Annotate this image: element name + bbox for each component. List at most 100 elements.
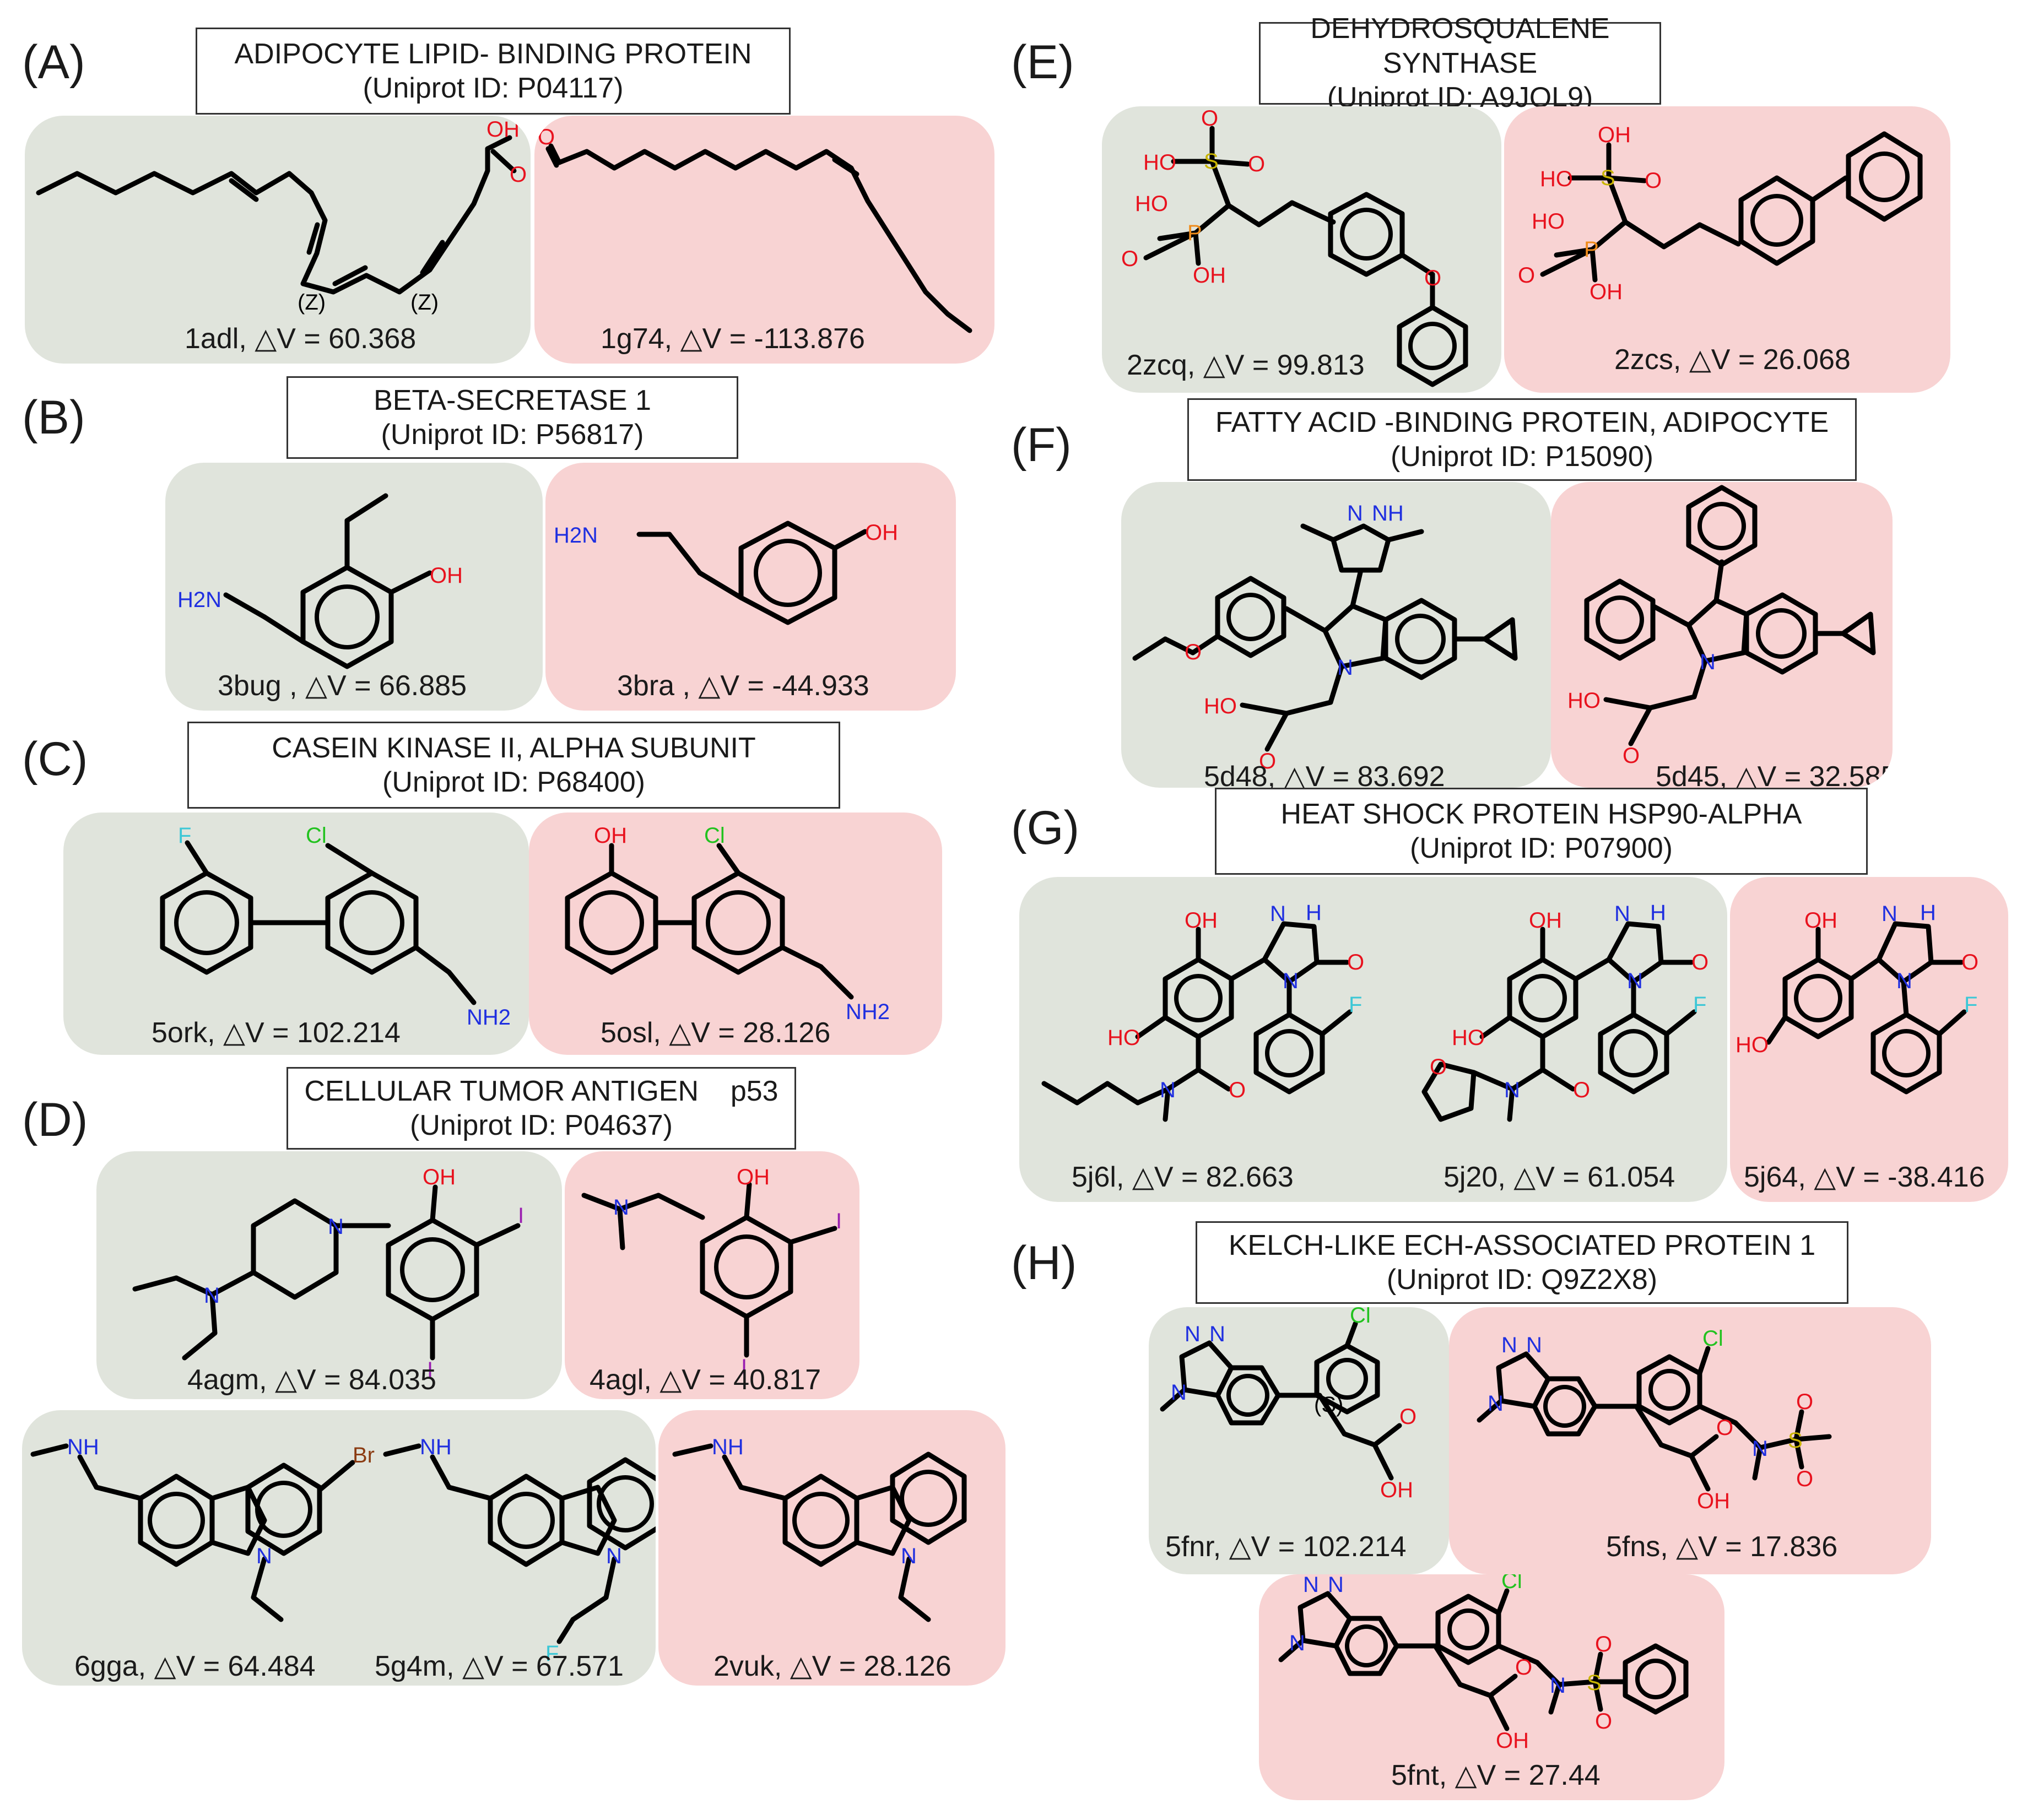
caption-5osl: 5osl, △V = 28.126: [601, 1017, 831, 1049]
stereo-z: (Z): [410, 290, 439, 315]
atom-f: F: [545, 1642, 559, 1666]
atom-n: N: [1171, 1380, 1187, 1405]
panel-g-uniprot: (Uniprot ID: P07900): [1410, 832, 1673, 864]
caption-2vuk: 2vuk, △V = 28.126: [713, 1650, 951, 1682]
atom-o: O: [1121, 247, 1138, 271]
ligand-card-2zcs: S OH HO O P HO O OH 2zcs, △V = 26.068: [1504, 106, 1950, 393]
molecule-5g4m: NH N F: [383, 1435, 656, 1666]
stereo-s: (S): [1314, 1393, 1343, 1417]
atom-br: Br: [353, 1443, 375, 1467]
caption-3bug: 3bug , △V = 66.885: [218, 670, 467, 702]
panel-b-uniprot: (Uniprot ID: P56817): [381, 419, 644, 451]
ligand-card-5j6l-5j20: OH HO N H O N F O N OH HO N H O N F O N: [1019, 877, 1727, 1202]
atom-oh: OH: [1697, 1489, 1730, 1513]
atom-n: N: [1303, 1574, 1319, 1597]
atom-n: N: [256, 1544, 272, 1568]
atom-n: N: [1501, 1333, 1517, 1357]
ligand-card-5d48: N NH N O HO O 5d48, △V = 83.692: [1121, 482, 1551, 788]
caption-2zcq: 2zcq, △V = 99.813: [1127, 349, 1365, 381]
panel-b-title-box: BETA-SECRETASE 1 (Uniprot ID: P56817): [286, 376, 738, 459]
panel-c-uniprot: (Uniprot ID: P68400): [382, 766, 645, 798]
ligand-card-5fns: N N N Cl N S O O O OH 5fns, △V = 17.836: [1449, 1307, 1931, 1574]
ligand-card-4agm: N N OH I I 4agm, △V = 84.035: [96, 1151, 562, 1399]
caption-5ork: 5ork, △V = 102.214: [152, 1017, 401, 1049]
atom-n: N: [1160, 1078, 1176, 1102]
molecule-4agm: N N OH I I: [132, 1165, 524, 1382]
panel-f-title: FATTY ACID -BINDING PROTEIN, ADIPOCYTE: [1215, 406, 1829, 438]
atom-n: N: [1289, 1631, 1305, 1655]
atom-n: N: [1347, 501, 1363, 526]
atom-o: O: [1796, 1390, 1813, 1414]
atom-p: P: [1584, 237, 1599, 262]
atom-h: H: [1306, 901, 1322, 925]
atom-cl: Cl: [1350, 1307, 1371, 1328]
atom-oh: OH: [1380, 1478, 1413, 1502]
molecule-5j20: OH HO N H O N F O N O: [1421, 901, 1709, 1122]
panel-a-title: ADIPOCYTE LIPID- BINDING PROTEIN: [234, 37, 752, 70]
molecule-4agl: N OH I I: [581, 1165, 842, 1379]
panel-g-label: (G): [1011, 801, 1080, 854]
ligand-card-2vuk: NH N 2vuk, △V = 28.126: [658, 1410, 1005, 1686]
atom-n: N: [1488, 1391, 1504, 1416]
panel-c-label: (C): [22, 733, 88, 786]
atom-n: N: [1337, 656, 1353, 680]
atom-h2n: H2N: [554, 523, 598, 548]
molecule-5ork: F Cl NH2: [160, 824, 511, 1030]
caption-5fnr: 5fnr, △V = 102.214: [1165, 1531, 1407, 1563]
atom-ho: HO: [1107, 1026, 1140, 1050]
panel-e-title-box: DEHYDROSQUALENE SYNTHASE (Uniprot ID: A9…: [1259, 13, 1661, 113]
panel-b-title: BETA-SECRETASE 1: [374, 384, 651, 416]
molecule-5d48: N NH N O HO O: [1132, 501, 1518, 773]
caption-5d48: 5d48, △V = 83.692: [1204, 761, 1445, 788]
atom-ho: HO: [1204, 694, 1237, 718]
atom-n: N: [1627, 969, 1643, 993]
atom-o: O: [1595, 1632, 1612, 1656]
atom-o: O: [1347, 950, 1364, 974]
atom-p: P: [1187, 221, 1202, 245]
atom-o: O: [1424, 266, 1441, 290]
atom-n: N: [204, 1283, 220, 1308]
caption-6gga: 6gga, △V = 64.484: [74, 1650, 316, 1682]
atom-f: F: [1349, 993, 1362, 1017]
panel-f-label: (F): [1011, 419, 1072, 472]
atom-nh: NH: [420, 1435, 452, 1459]
atom-o: O: [1573, 1078, 1590, 1102]
atom-h: H: [1920, 901, 1936, 925]
panel-d-label: (D): [22, 1093, 88, 1146]
atom-s: S: [1204, 149, 1219, 174]
caption-4agm: 4agm, △V = 84.035: [187, 1364, 436, 1396]
atom-f: F: [1964, 993, 1977, 1017]
caption-5j64: 5j64, △V = -38.416: [1744, 1161, 1985, 1193]
atom-i: I: [836, 1209, 842, 1233]
panel-h-title-box: KELCH-LIKE ECH-ASSOCIATED PROTEIN 1 (Uni…: [1196, 1221, 1848, 1304]
atom-oh: OH: [737, 1165, 770, 1189]
atom-n: N: [1614, 902, 1630, 926]
molecule-1g74: O: [538, 125, 972, 333]
atom-cl: Cl: [1702, 1326, 1723, 1351]
caption-4agl: 4agl, △V = 40.817: [590, 1364, 821, 1396]
molecule-2zcq: S O HO O P HO O OH O: [1121, 106, 1468, 387]
atom-oh: OH: [430, 564, 463, 588]
panel-h-title: KELCH-LIKE ECH-ASSOCIATED PROTEIN 1: [1228, 1229, 1816, 1261]
atom-ho: HO: [1540, 167, 1573, 191]
atom-n: N: [1209, 1322, 1225, 1346]
caption-5g4m: 5g4m, △V = 67.571: [375, 1650, 624, 1682]
panel-f-uniprot: (Uniprot ID: P15090): [1391, 441, 1653, 473]
ligand-card-4agl: N OH I I 4agl, △V = 40.817: [565, 1151, 859, 1399]
atom-s: S: [1601, 166, 1615, 190]
panel-a-title-box: ADIPOCYTE LIPID- BINDING PROTEIN (Unipro…: [196, 28, 791, 115]
panel-e-title: DEHYDROSQUALENE SYNTHASE: [1310, 13, 1610, 79]
atom-ho: HO: [1135, 192, 1168, 216]
panel-h-uniprot: (Uniprot ID: Q9Z2X8): [1386, 1264, 1658, 1296]
atom-nh2: NH2: [846, 1000, 890, 1024]
caption-5d45: 5d45, △V = 32.585: [1656, 761, 1893, 788]
atom-h: H: [1650, 901, 1666, 925]
atom-n: N: [1504, 1078, 1520, 1102]
atom-o: O: [1185, 640, 1202, 664]
panel-h-label: (H): [1011, 1237, 1077, 1290]
caption-1g74: 1g74, △V = -113.876: [601, 323, 865, 355]
molecule-5fnr: N N N Cl O OH (S): [1160, 1307, 1417, 1502]
atom-cl: Cl: [306, 824, 327, 848]
ligand-card-5j64: OH HO N H O N F 5j64, △V = -38.416: [1730, 877, 2008, 1202]
atom-o: O: [1595, 1709, 1612, 1734]
